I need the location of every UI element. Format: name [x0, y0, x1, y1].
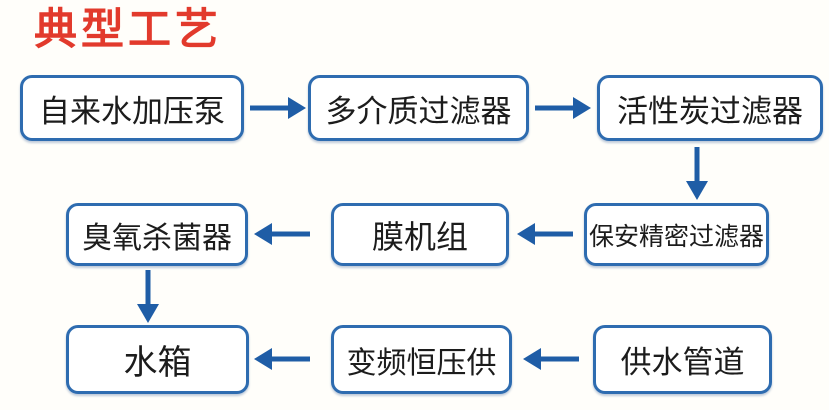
arrow-down-icon	[137, 270, 159, 323]
flow-node-multi-media-filter: 多介质过滤器	[308, 75, 529, 141]
arrow-left-icon	[254, 348, 310, 370]
arrow-down-icon	[686, 147, 708, 200]
flow-node-label: 供水管道	[620, 345, 745, 380]
flow-node-membrane-unit: 膜机组	[331, 203, 509, 266]
flow-node-label: 多介质过滤器	[325, 93, 512, 129]
flow-node-label: 水箱	[123, 344, 192, 382]
flow-node-ozone-sterilizer: 臭氧杀菌器	[66, 203, 248, 266]
flow-node-vfd-constant-pressure-supply: 变频恒压供	[331, 325, 512, 394]
flow-node-water-supply-pipeline: 供水管道	[593, 325, 772, 394]
page-title: 典型工艺	[34, 6, 222, 54]
flow-node-label: 活性炭过滤器	[617, 93, 803, 129]
arrow-right-icon	[535, 97, 591, 119]
flow-node-activated-carbon-filter: 活性炭过滤器	[597, 75, 823, 141]
flow-node-label: 自来水加压泵	[39, 93, 225, 129]
arrow-left-icon	[254, 223, 310, 245]
flow-node-security-precision-filter: 保安精密过滤器	[584, 203, 769, 266]
flow-node-label: 保安精密过滤器	[588, 222, 764, 251]
arrow-left-icon	[517, 223, 573, 245]
flow-node-tap-water-pump: 自来水加压泵	[20, 75, 244, 141]
arrow-right-icon	[250, 97, 306, 119]
flow-node-water-tank: 水箱	[66, 325, 249, 394]
flow-node-label: 臭氧杀菌器	[82, 221, 232, 255]
arrow-left-icon	[523, 348, 579, 370]
flow-node-label: 变频恒压供	[346, 346, 497, 380]
flow-node-label: 膜机组	[371, 218, 468, 255]
